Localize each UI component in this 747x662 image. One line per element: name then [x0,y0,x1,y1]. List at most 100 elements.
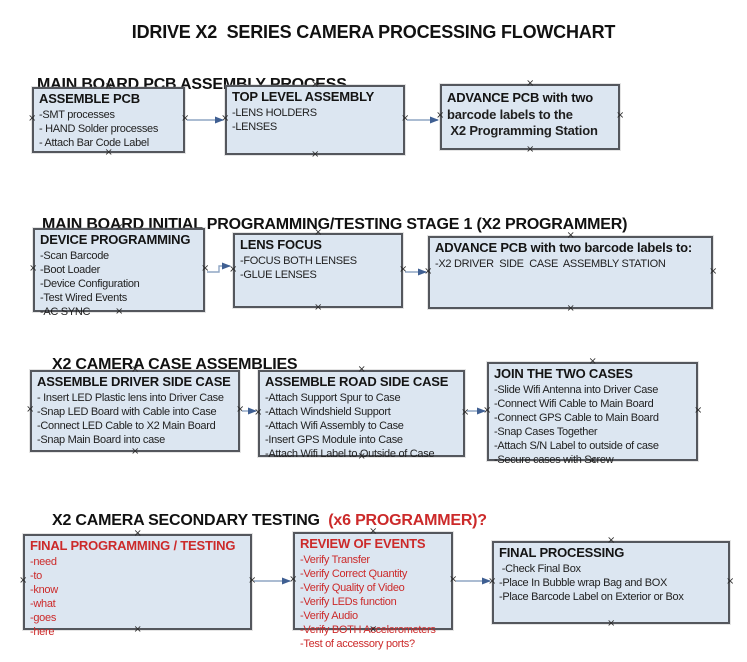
connection-anchor-icon: × [709,265,718,277]
box-title: REVIEW OF EVENTS [300,536,426,551]
box-item-line: -here [30,626,55,639]
box-item-line: -LENS HOLDERS [232,107,317,120]
box-item-line: -Verify Correct Quantity [300,568,408,581]
connection-anchor-icon: × [221,113,230,124]
box-item-line: -Secure cases with Screw [494,454,614,467]
connection-anchor-icon: × [566,303,575,314]
box-items: -X2 DRIVER SIDE CASE ASSEMBLY STATION [435,257,706,271]
box-item-line: -Connect GPS Cable to Main Board [494,412,659,425]
box-item-line: -X2 DRIVER SIDE CASE ASSEMBLY STATION [435,258,666,271]
connection-anchor-icon: × [424,265,433,277]
box-assemble-road-side-case: ASSEMBLE ROAD SIDE CASE -Attach Support … [254,365,469,462]
box-item-line: -Test Wired Events [40,292,127,305]
box-item-line: X2 Programming Station [447,123,598,139]
box-item-line: -Check Final Box [499,563,581,576]
connection-anchor-icon: × [201,263,210,274]
box-title: ADVANCE PCB with two [447,90,593,105]
box-title: ADVANCE PCB with two barcode labels to: [435,240,693,255]
box-items: -Check Final Box-Place In Bubble wrap Ba… [499,562,723,604]
box-item-line: -Attach Support Spur to Case [265,392,401,405]
box-title: JOIN THE TWO CASES [494,366,633,381]
box-title: LENS FOCUS [240,237,322,252]
connection-anchor-icon: × [399,263,408,275]
box-item-line: -Verify Quality of Video [300,582,405,595]
box-item-line: -Verify LEDs function [300,596,397,609]
box-lens-focus: LENS FOCUS -FOCUS BOTH LENSES-GLUE LENSE… [229,228,407,313]
connection-anchor-icon: × [526,144,535,155]
box-item-line: -Device Configuration [40,278,140,291]
box-item-line: - Insert LED Plastic lens into Driver Ca… [37,392,224,405]
box-assemble-pcb: ASSEMBLE PCB -SMT processes- HAND Solder… [28,82,189,158]
connection-anchor-icon: × [181,113,190,124]
connection-anchor-icon: × [28,113,37,124]
connection-anchor-icon: × [311,149,320,160]
box-final-processing: FINAL PROCESSING -Check Final Box-Place … [488,536,734,629]
box-item-line: -Verify BOTH Accelerometers [300,624,436,637]
box-items: - Insert LED Plastic lens into Driver Ca… [37,391,233,447]
box-items: -Attach Support Spur to Case-Attach Wind… [265,391,458,461]
box-items: -LENS HOLDERS-LENSES [232,106,398,134]
box-item-line: barcode labels to the [447,107,573,123]
box-item-line: -what [30,598,56,611]
box-item-line: -goes [30,612,57,625]
connection-anchor-icon: × [401,113,410,124]
box-assemble-driver-side-case: ASSEMBLE DRIVER SIDE CASE - Insert LED P… [26,365,244,457]
connection-anchor-icon: × [289,574,298,585]
box-item-line: -FOCUS BOTH LENSES [240,255,357,268]
box-item-line: -Place Barcode Label on Exterior or Box [499,591,684,604]
box-item-line: -Test of accessory ports? [300,638,415,651]
box-item-line: -LENSES [232,121,277,134]
section-heading-secondary-testing: X2 CAMERA SECONDARY TESTING (x6 PROGRAMM… [35,494,487,548]
box-top-level-assembly: TOP LEVEL ASSEMBLY -LENS HOLDERS-LENSES … [221,80,409,160]
box-item-line: -Snap Main Board into case [37,434,165,447]
box-items: -Slide Wifi Antenna into Driver Case-Con… [494,383,691,467]
box-final-programming-testing: FINAL PROGRAMMING / TESTING -need-to-kno… [19,529,256,639]
box-title: FINAL PROCESSING [499,545,625,560]
connection-anchor-icon: × [526,78,535,89]
section-heading-text: X2 CAMERA SECONDARY TESTING [51,512,329,529]
connection-anchor-icon: × [254,406,263,418]
flow-arrow-programming-to-lensfocus [207,262,231,273]
box-advance-pcb-programming-station: ADVANCE PCB with two barcode labels to t… [436,79,624,155]
box-item-line: -Verify Audio [300,610,358,623]
box-item-line: -Slide Wifi Antenna into Driver Case [494,384,659,397]
box-item-line: -know [30,584,58,597]
connection-anchor-icon: × [19,575,28,586]
connection-anchor-icon: × [26,404,35,415]
connection-anchor-icon: × [694,404,703,416]
box-item-line: -Attach Wifi Assembly to Case [265,420,404,433]
box-items: barcode labels to the X2 Programming Sta… [447,107,613,139]
box-item-line: -Attach Windshield Support [265,406,391,419]
box-title: FINAL PROGRAMMING / TESTING [30,538,236,553]
box-item-line: - Attach Bar Code Label [39,137,149,150]
connection-anchor-icon: × [314,302,323,313]
connection-anchor-icon: × [236,404,245,415]
connection-anchor-icon: × [483,404,492,416]
box-item-line: -Attach Wifi Label to Outside of Case [265,448,435,461]
connection-anchor-icon: × [131,446,140,457]
box-item-line: -Snap LED Board with Cable into Case [37,406,217,419]
page-title: IDRIVE X2 SERIES CAMERA PROCESSING FLOWC… [131,22,616,42]
section-heading-text: X2 CAMERA CASE ASSEMBLIES [51,356,298,373]
connection-anchor-icon: × [607,535,616,546]
box-title: DEVICE PROGRAMMING [40,232,191,247]
connection-anchor-icon: × [248,575,257,586]
connection-anchor-icon: × [461,406,470,418]
connection-anchor-icon: × [616,110,625,121]
box-title: ASSEMBLE ROAD SIDE CASE [265,374,449,389]
box-review-of-events: REVIEW OF EVENTS -Verify Transfer-Verify… [289,527,457,651]
box-item-line: -Connect LED Cable to X2 Main Board [37,420,216,433]
box-item-line: -Connect Wifi Cable to Main Board [494,398,654,411]
box-title: ASSEMBLE DRIVER SIDE CASE [37,374,231,389]
box-items: -Scan Barcode-Boot Loader-Device Configu… [40,249,198,319]
box-item-line: -Boot Loader [40,264,100,277]
box-item-line: -Insert GPS Module into Case [265,434,403,447]
box-item-line: -GLUE LENSES [240,269,317,282]
box-items: -need-to-know-what-goes-here [30,555,245,639]
connection-anchor-icon: × [607,618,616,629]
box-item-line: -to [30,570,42,583]
connection-anchor-icon: × [726,575,735,587]
box-item-line: -Verify Transfer [300,554,370,567]
box-item-line: -Attach S/N Label to outside of case [494,440,659,453]
